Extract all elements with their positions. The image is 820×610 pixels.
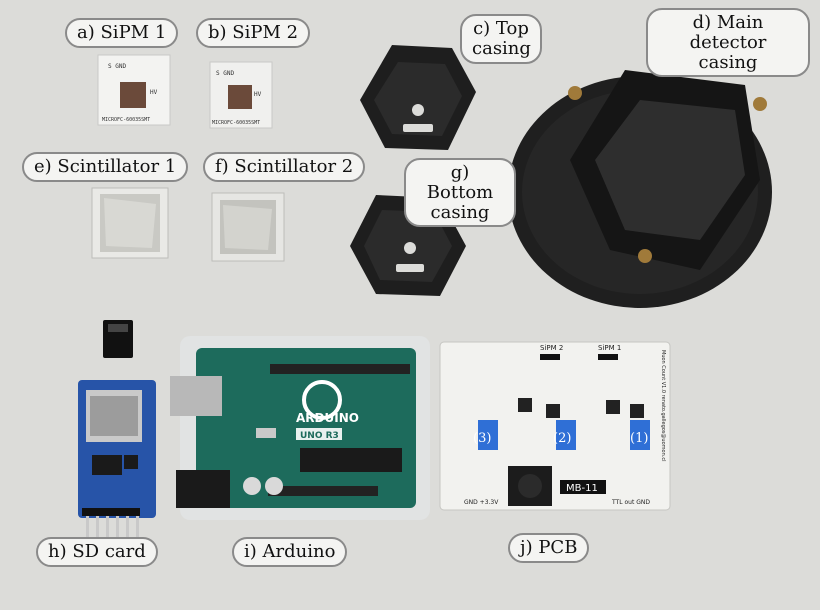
label-bottom-casing: g) Bottom casing bbox=[404, 158, 516, 228]
label-sd-card: h) SD card bbox=[36, 537, 158, 567]
label-arduino: i) Arduino bbox=[232, 537, 348, 567]
pcb-ttl-label: TTL out GND bbox=[611, 499, 650, 506]
pcb-gnd-label: GND +3.3V bbox=[464, 499, 499, 506]
micro-sd-card bbox=[103, 320, 133, 358]
sipm-2-footer: MICROFC-60035SMT bbox=[212, 120, 260, 126]
label-scintillator-1: e) Scintillator 1 bbox=[22, 152, 189, 182]
label-main-detector-casing: d) Main detector casing bbox=[646, 8, 810, 78]
pcb-title-text: Muon Count V1.0 renato.gallegos@uomon.cl bbox=[660, 350, 666, 461]
label-bottom-casing-line2: casing bbox=[430, 201, 490, 223]
scintillator-1 bbox=[91, 187, 169, 259]
arduino-brand-text: ARDUINO bbox=[296, 411, 359, 425]
pcb-pot-2: (2) bbox=[553, 431, 571, 446]
sipm-1-footer: MICROFC-60035SMT bbox=[102, 117, 150, 123]
label-main-casing-line1: d) Main bbox=[692, 12, 764, 33]
arduino-board: ARDUINO UNO R3 bbox=[170, 336, 430, 520]
label-top-casing: c) Top casing bbox=[460, 14, 542, 64]
sipm-2-hv-label: HV bbox=[254, 91, 262, 98]
top-casing bbox=[360, 45, 476, 150]
main-detector-casing bbox=[508, 70, 772, 308]
pcb-pot-1: (1) bbox=[630, 431, 648, 446]
pcb-model-text: MB-11 bbox=[566, 483, 598, 494]
sipm-2-pin-label: S GND bbox=[216, 70, 234, 77]
label-top-casing-line1: c) Top bbox=[473, 18, 529, 39]
label-sipm-2: b) SiPM 2 bbox=[196, 18, 311, 48]
sd-card-module bbox=[78, 380, 156, 540]
scintillator-2 bbox=[211, 192, 285, 262]
label-pcb: j) PCB bbox=[508, 533, 590, 563]
sipm-1-pin-label: S GND bbox=[108, 63, 126, 70]
label-scintillator-2: f) Scintillator 2 bbox=[203, 152, 366, 182]
pcb-sipm1-label: SiPM 1 bbox=[598, 344, 621, 352]
sipm-2-board: S GND HV MICROFC-60035SMT bbox=[209, 61, 273, 129]
sipm-1-hv-label: HV bbox=[150, 89, 158, 96]
label-main-casing-line2: detector casing bbox=[689, 31, 767, 73]
label-top-casing-line2: casing bbox=[472, 37, 531, 59]
label-bottom-casing-line1: g) Bottom bbox=[426, 162, 494, 203]
sipm-1-board: S GND HV MICROFC-60035SMT bbox=[97, 54, 171, 126]
pcb-sipm2-label: SiPM 2 bbox=[540, 344, 563, 352]
arduino-model-text: UNO R3 bbox=[300, 431, 339, 441]
custom-pcb: (3) (2) (1) SiPM 2 SiPM 1 MB-11 GND +3.3… bbox=[439, 341, 671, 511]
pcb-pot-3: (3) bbox=[473, 431, 491, 446]
label-sipm-1: a) SiPM 1 bbox=[65, 18, 179, 48]
